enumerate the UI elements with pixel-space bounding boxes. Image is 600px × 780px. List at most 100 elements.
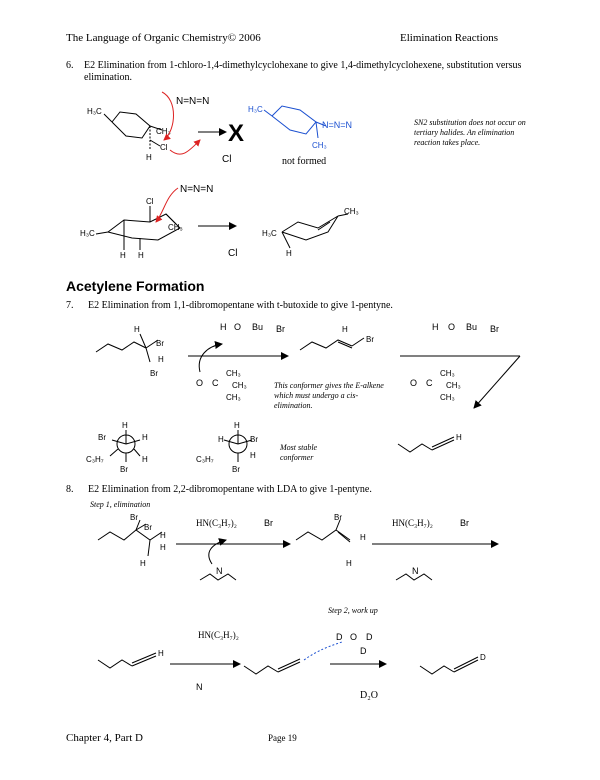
q6-row2-cl: Cl [146, 197, 154, 206]
q8-d-2: D [366, 632, 373, 642]
q7-reaction-arrow-3 [473, 355, 521, 409]
q7-newman-2 [223, 430, 253, 462]
q7-tbuo-ch3-2: CH₃ [232, 381, 247, 390]
q8-alkyne-h: H [158, 649, 164, 658]
q8-d2o: D₂O [360, 690, 378, 701]
newman1-br: Br [98, 433, 106, 442]
q8-step2: Step 2, work up [328, 606, 378, 615]
header-title: The Language of Organic Chemistry© 2006 [66, 32, 261, 44]
q7-curve-1 [198, 341, 223, 373]
q7-br-2: Br [150, 369, 158, 378]
q7-reactant [95, 333, 159, 363]
q8-amine-2: HN(C₃H₇)₂ [392, 518, 433, 528]
q6-row2-h3c: H₃C [80, 229, 95, 238]
q8-int-h2: H [346, 559, 352, 568]
q6-elim-ch3: CH₃ [344, 207, 359, 216]
q7-note-stable: Most stable conformer [280, 443, 318, 462]
q6-note: SN2 substitution does not occur on terti… [414, 118, 526, 147]
q7-base-bu: Bu [252, 322, 263, 332]
q7-base2-o: O [448, 322, 455, 332]
q6-elim-h3c: H₃C [262, 229, 277, 238]
q8-step1: Step 1, elimination [90, 500, 151, 509]
q8-br-anion-1: Br [264, 518, 273, 528]
q7-number: 7. [66, 300, 74, 311]
footer-chapter: Chapter 4, Part D [66, 732, 143, 744]
q7-newman-1 [109, 430, 141, 462]
q7-product-h: H [456, 433, 462, 442]
q6-row2-h2: H [138, 251, 144, 260]
q8-lda-chain [199, 573, 237, 581]
q6-text: E2 Elimination from 1-chloro-1,4-dimethy… [84, 60, 522, 83]
q6-row2-chloride: Cl [228, 248, 237, 259]
q8-lda3-n: N [196, 682, 203, 692]
q8-br-1: Br [130, 513, 138, 522]
q7-h-mid: H [158, 355, 164, 364]
q7-text: E2 Elimination from 1,1-dibromopentane w… [88, 300, 393, 311]
newman1-h3: H [142, 455, 148, 464]
q8-product [419, 656, 479, 675]
q7-base-h: H [220, 322, 227, 332]
newman2-br: Br [250, 435, 258, 444]
q8-h-2: H [160, 543, 166, 552]
footer-page: Page 19 [268, 733, 297, 743]
q7-tbuo-c: C [212, 378, 219, 388]
q8-lda-n: N [216, 566, 223, 576]
q8-product-d: D [480, 653, 486, 662]
newman1-h: H [122, 421, 128, 430]
q8-h-3: H [140, 559, 146, 568]
newman2-h2: H [218, 435, 224, 444]
q8-d-3: D [360, 646, 367, 656]
q6-product-ch3: CH₃ [312, 141, 327, 150]
q7-base-o: O [234, 322, 241, 332]
q8-br-2: Br [144, 523, 152, 532]
q6-product-azide: N=N=N [322, 120, 352, 130]
q7-alkene-h: H [342, 325, 348, 334]
q6-label-cl: Cl [160, 143, 168, 152]
q6-row2-ch3: CH₃ [168, 223, 183, 232]
newman1-br2: Br [120, 465, 128, 474]
q8-acetylide [243, 658, 301, 675]
newman2-br2: Br [232, 465, 240, 474]
newman2-h3: H [250, 451, 256, 460]
q6-row2-arrow [155, 187, 179, 223]
q6-label-h3c: H₃C [87, 107, 102, 116]
q7-product [397, 436, 455, 453]
q7-tbuo-ch3-3: CH₃ [226, 393, 241, 402]
q6-curved-arrow-1 [161, 91, 174, 141]
q7-note-conformer: This conformer gives the E-alkene which … [274, 381, 384, 410]
q6-reactant [103, 111, 163, 150]
q8-amine-1: HN(C₃H₇)₂ [196, 518, 237, 528]
q7-alkene-br: Br [366, 335, 374, 344]
q6-label-ch3: CH₃ [156, 127, 171, 136]
q8-lda2-chain [395, 573, 433, 581]
newman2-c3h7: C₃H₇ [196, 455, 214, 464]
section-title: Acetylene Formation [66, 278, 205, 294]
q8-int-h: H [360, 533, 366, 542]
q8-alkyne [97, 652, 157, 669]
q7-br-anion: Br [276, 324, 285, 334]
q8-curve-1 [208, 538, 227, 565]
q6-elim-h: H [286, 249, 292, 258]
q8-d-1: D [336, 632, 343, 642]
q6-product-h3c: H₃C [248, 105, 263, 114]
q7-tbuo2-ch3-2: CH₃ [446, 381, 461, 390]
q6-substitution-product [263, 105, 327, 139]
q7-tbuo-o: O [196, 378, 203, 388]
q6-not-formed: not formed [282, 156, 327, 167]
q7-base2-h: H [432, 322, 439, 332]
q8-br-anion-2: Br [460, 518, 469, 528]
q6-chloride: Cl [222, 154, 231, 165]
q8-intermediate [295, 519, 351, 543]
header-chapter: Elimination Reactions [400, 32, 499, 44]
q6-row2-h1: H [120, 251, 126, 260]
q6-label-h: H [146, 153, 152, 162]
newman2-h: H [234, 421, 240, 430]
q6-azide: N=N=N [176, 96, 209, 107]
q6-row2-azide: N=N=N [180, 184, 213, 195]
q8-int-br: Br [334, 513, 342, 522]
q8-number: 8. [66, 484, 74, 495]
q7-tbuo2-o: O [410, 378, 417, 388]
q7-tbuo2-ch3-3: CH₃ [440, 393, 455, 402]
q6-number: 6. [66, 60, 74, 71]
